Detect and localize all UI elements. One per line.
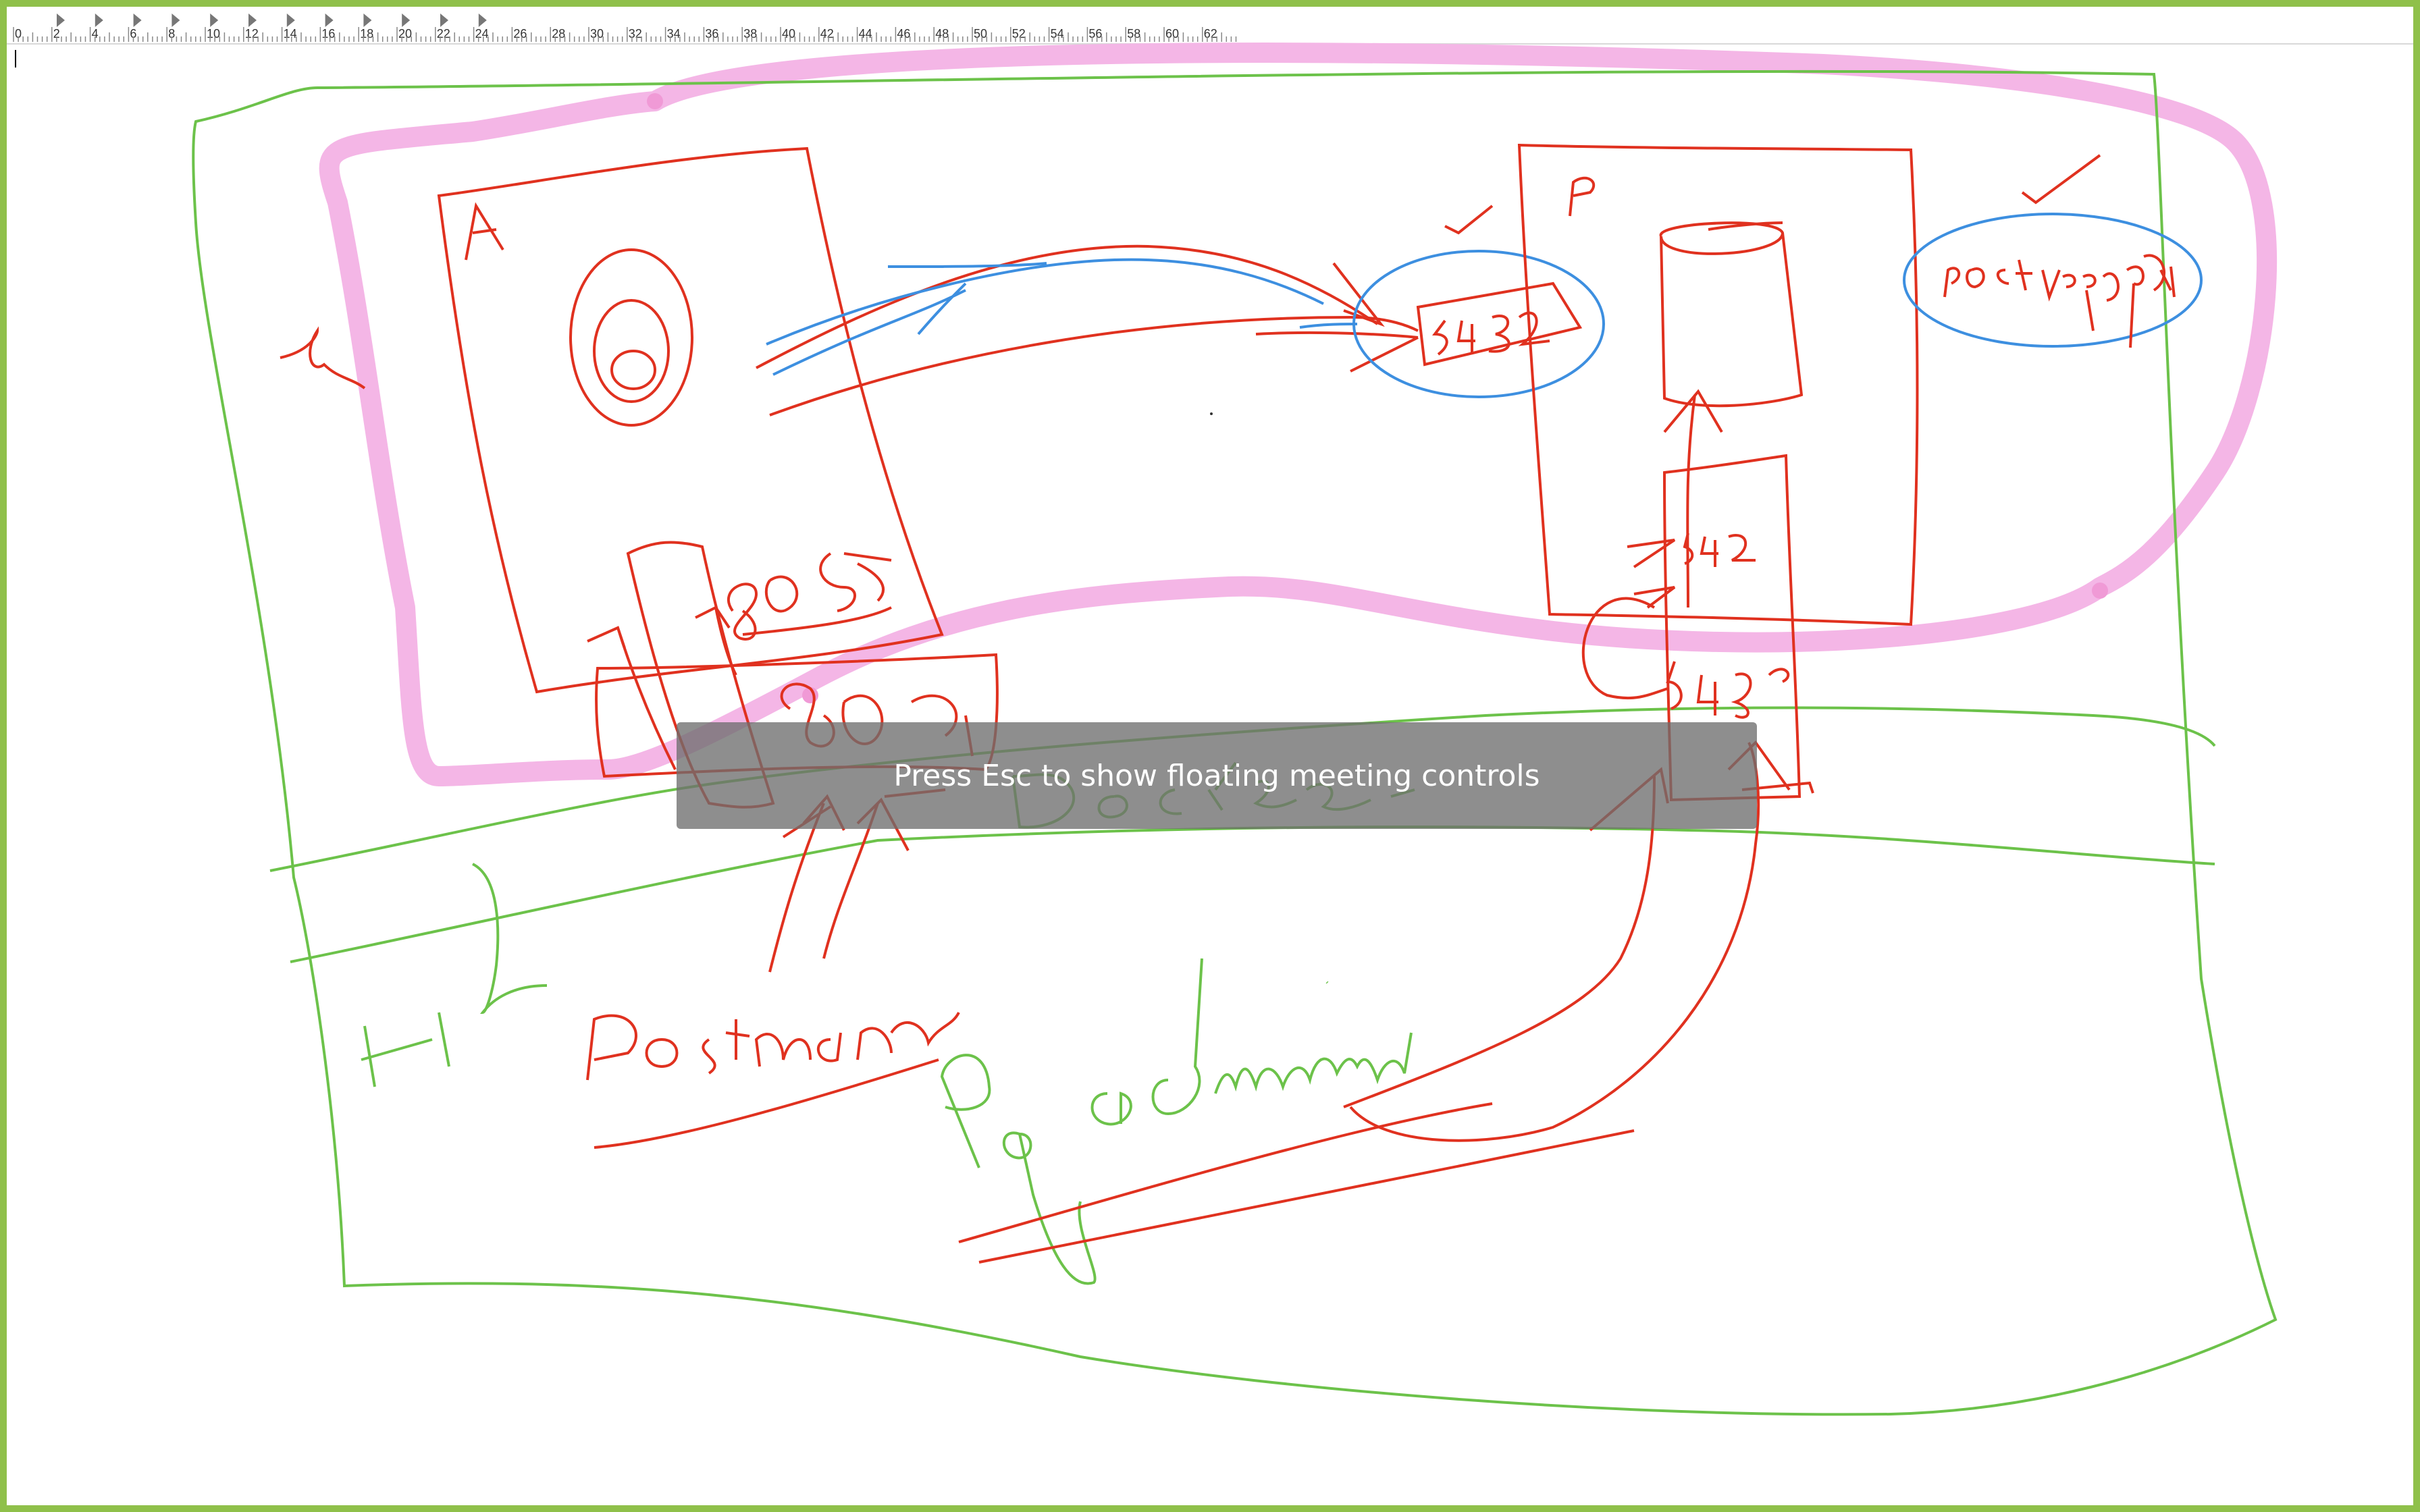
container-p-box xyxy=(1517,143,1919,626)
handwriting-h xyxy=(361,1012,450,1087)
db-port-box xyxy=(1416,281,1583,367)
ruler-label: 6 xyxy=(130,27,136,40)
arrow-into-8085 xyxy=(587,626,677,770)
tab-marker-icon[interactable] xyxy=(286,14,295,27)
handwriting-pgadmin xyxy=(940,958,1413,1285)
arrow-into-8085-2 xyxy=(695,605,737,676)
tab-marker-icon[interactable] xyxy=(325,14,334,27)
ruler-label: 0 xyxy=(15,27,22,40)
ruler-label: 2 xyxy=(53,27,60,40)
arrow-a-to-db-2 xyxy=(769,315,1419,416)
arrow-into-db xyxy=(1663,389,1723,608)
tab-marker-icon[interactable] xyxy=(57,14,65,27)
tab-marker-icon[interactable] xyxy=(172,14,180,27)
host-boundary xyxy=(192,70,2278,1416)
notification-message: Press Esc to show floating meeting contr… xyxy=(893,758,1540,793)
underline-pgadmin xyxy=(958,1102,1635,1264)
text-cursor xyxy=(15,50,16,68)
underline-8085 xyxy=(742,606,892,636)
db-port-ellipse xyxy=(1352,250,1605,398)
label-a xyxy=(465,202,504,261)
handwriting-5432-lower xyxy=(1666,661,1790,719)
app-circle-inner xyxy=(610,350,656,390)
checkmark-2 xyxy=(2021,154,2101,205)
meeting-controls-notification: Press Esc to show floating meeting contr… xyxy=(677,722,1757,829)
db-cylinder xyxy=(1659,221,1804,408)
handwriting-postgresql xyxy=(1943,254,2176,348)
checkmark-1 xyxy=(1444,205,1494,235)
handwriting-postman xyxy=(586,1012,960,1081)
port-box-5432-inner xyxy=(1662,454,1801,802)
tab-marker-icon[interactable] xyxy=(478,14,487,27)
network-band-bottom xyxy=(290,826,2215,963)
squiggle-left xyxy=(280,326,366,389)
highlighter-dot xyxy=(2092,583,2108,599)
tab-marker-icon[interactable] xyxy=(95,14,103,27)
loop-arrow-5432 xyxy=(1581,539,1676,700)
tab-marker-icon[interactable] xyxy=(210,14,219,27)
underline-postman xyxy=(594,1058,939,1149)
label-p xyxy=(1569,176,1596,217)
tab-marker-icon[interactable] xyxy=(133,14,142,27)
container-a-box xyxy=(437,146,944,694)
tab-marker-icon[interactable] xyxy=(440,14,448,27)
tab-marker-icon[interactable] xyxy=(363,14,372,27)
stray-dot xyxy=(1210,412,1213,415)
app-circle-outer xyxy=(569,248,693,427)
postgresql-ellipse xyxy=(1903,213,2203,348)
handwriting-hostline xyxy=(472,863,548,1015)
highlighter-loop xyxy=(319,43,2278,786)
app-circle-middle xyxy=(593,299,670,403)
ruler-label: 8 xyxy=(168,27,175,40)
tab-marker-icon[interactable] xyxy=(248,14,257,27)
handwriting-8085 xyxy=(727,552,892,641)
handwriting-5432-inner xyxy=(1683,533,1756,567)
ruler-label: 4 xyxy=(92,27,99,40)
arrow-a-to-db-1 xyxy=(756,244,1379,369)
tab-marker-icon[interactable] xyxy=(402,14,411,27)
highlighter-dot xyxy=(647,93,663,109)
blue-arrow-a-to-db xyxy=(766,258,1358,376)
handwriting-5432 xyxy=(1432,311,1550,356)
